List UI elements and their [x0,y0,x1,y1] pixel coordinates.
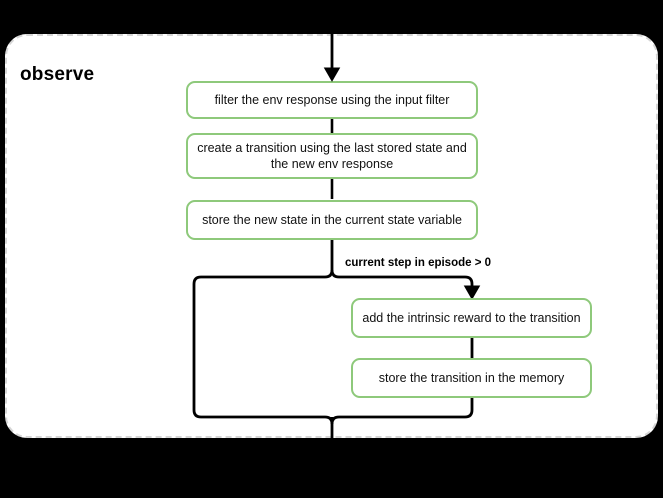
node-label: add the intrinsic reward to the transiti… [362,311,581,325]
node-label: filter the env response using the input … [214,93,450,107]
node-store-transition[interactable]: store the transition in the memory [351,358,592,398]
edge-label-branch-condition: current step in episode > 0 [345,257,492,269]
node-add-intrinsic-reward[interactable]: add the intrinsic reward to the transiti… [351,298,592,338]
node-label: store the transition in the memory [378,371,565,385]
node-store-new-state[interactable]: store the new state in the current state… [186,200,478,240]
page-title: observe [20,64,95,85]
node-label: store the new state in the current state… [202,213,462,227]
node-filter-env-response[interactable]: filter the env response using the input … [186,81,478,119]
node-create-transition[interactable]: create a transition using the last store… [186,133,478,179]
node-label: create a transition using the last store… [197,141,467,171]
